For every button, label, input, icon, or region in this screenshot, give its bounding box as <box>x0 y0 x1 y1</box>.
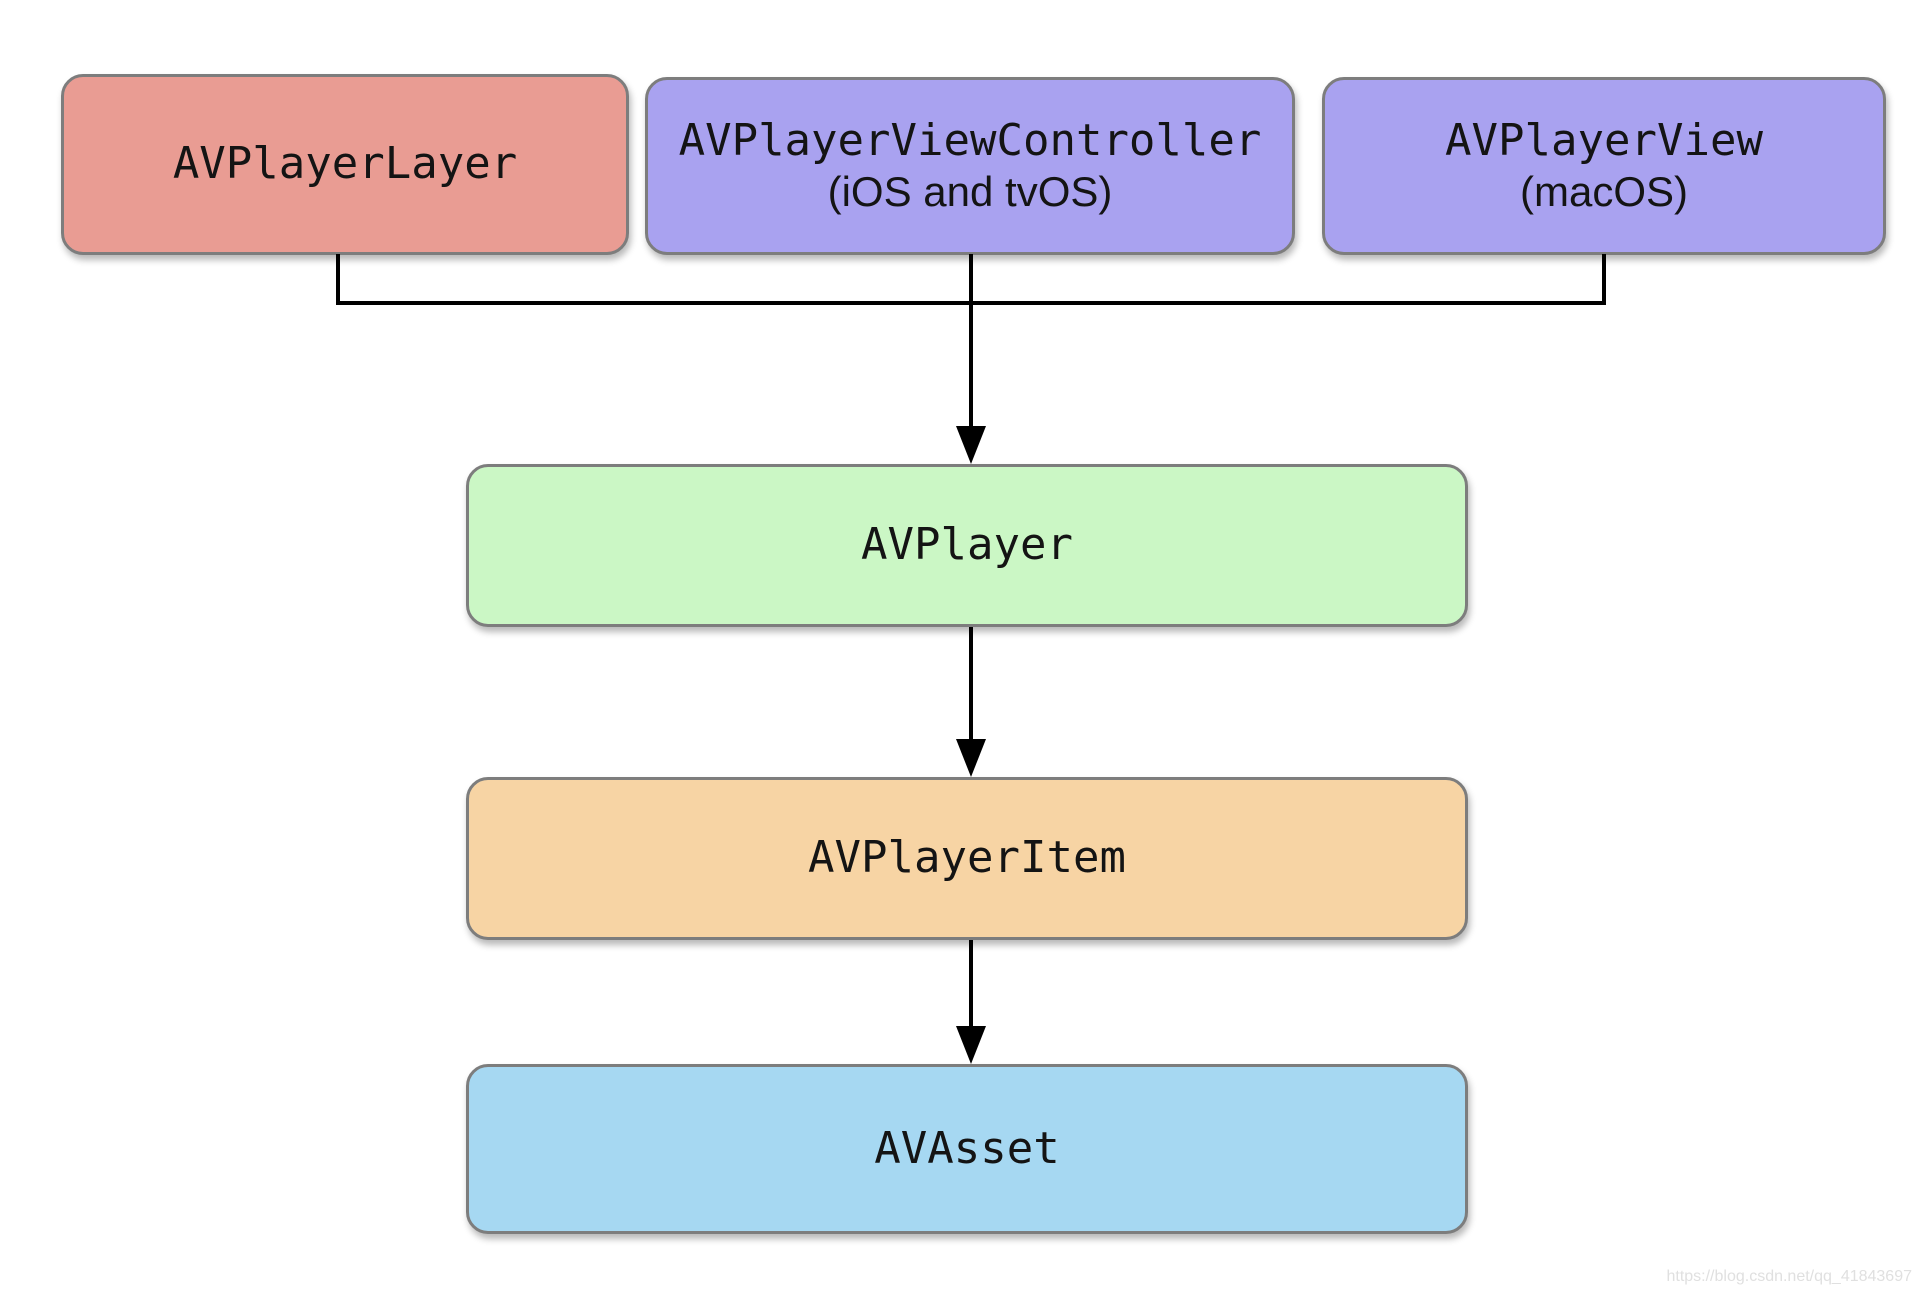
node-avplayerview-sublabel: (macOS) <box>1520 168 1688 216</box>
node-avplayeritem: AVPlayerItem <box>466 777 1468 940</box>
node-avplayeritem-label: AVPlayerItem <box>808 832 1126 884</box>
connector-player-to-item <box>969 627 973 741</box>
node-avplayer: AVPlayer <box>466 464 1468 627</box>
node-avasset-label: AVAsset <box>874 1122 1060 1174</box>
watermark-url: https://blog.csdn.net/qq_41843697 <box>1666 1268 1912 1285</box>
node-avplayerviewcontroller-label: AVPlayerViewController <box>678 115 1262 167</box>
node-avplayerview: AVPlayerView (macOS) <box>1322 77 1886 255</box>
connector-center-vertical <box>969 254 973 430</box>
arrowhead-down-icon <box>956 739 986 777</box>
connector-right-vertical <box>1602 254 1606 305</box>
arrowhead-down-icon <box>956 1026 986 1064</box>
arrowhead-down-icon <box>956 426 986 464</box>
node-avplayerviewcontroller: AVPlayerViewController (iOS and tvOS) <box>645 77 1295 255</box>
node-avplayerviewcontroller-sublabel: (iOS and tvOS) <box>827 168 1113 216</box>
node-avplayerlayer: AVPlayerLayer <box>61 74 629 255</box>
node-avplayer-label: AVPlayer <box>861 519 1073 571</box>
connector-left-vertical <box>336 254 340 305</box>
node-avplayerview-label: AVPlayerView <box>1445 115 1763 167</box>
node-avasset: AVAsset <box>466 1064 1468 1234</box>
node-avplayerlayer-label: AVPlayerLayer <box>172 138 518 190</box>
connector-item-to-asset <box>969 940 973 1028</box>
